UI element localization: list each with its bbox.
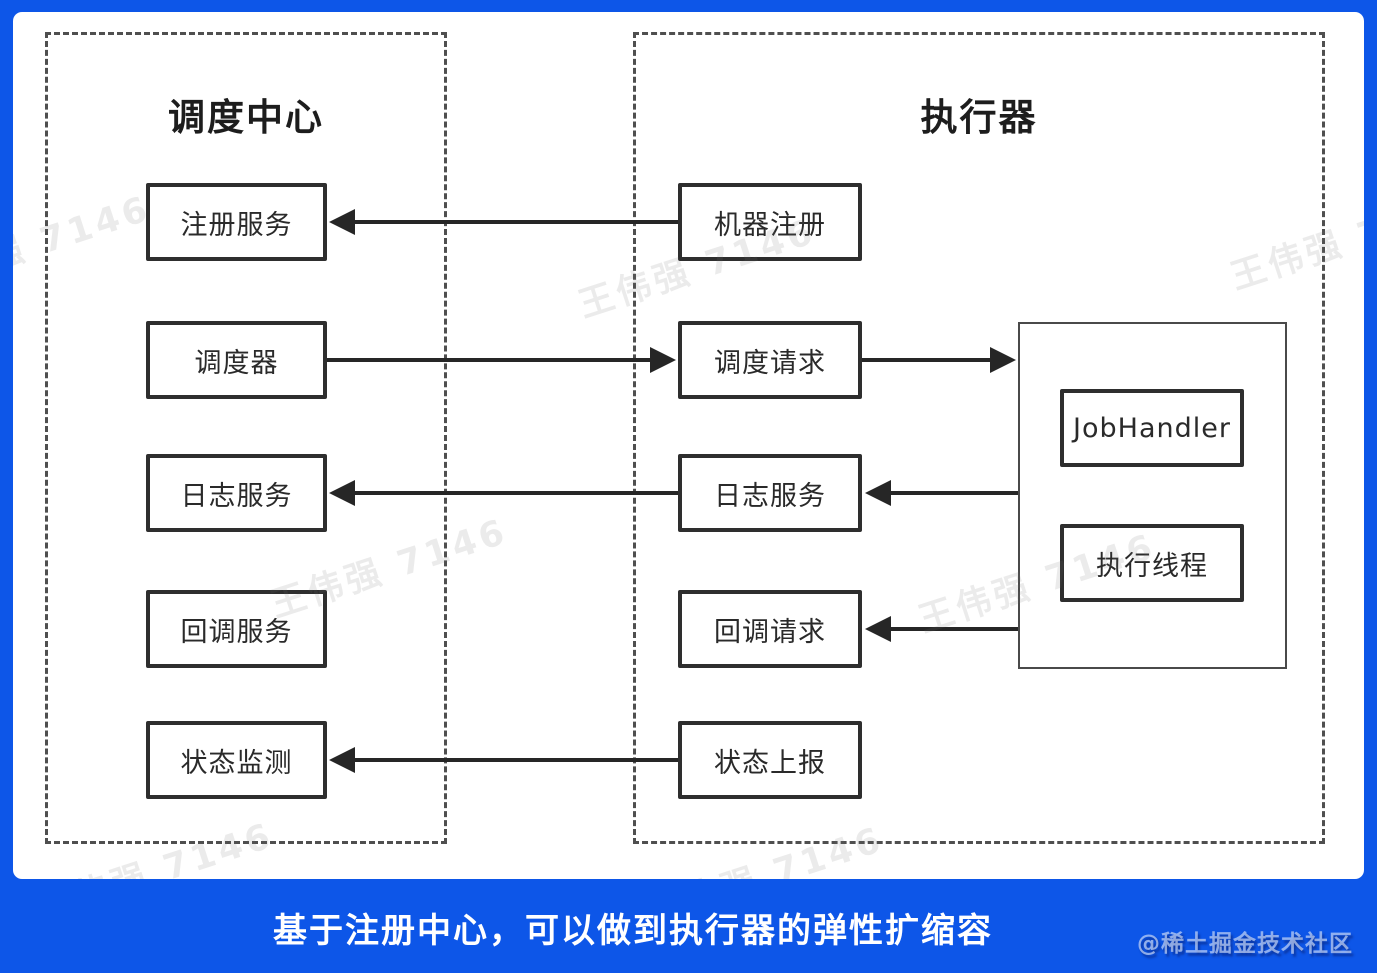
- node-label: 机器注册: [714, 209, 826, 241]
- arrow-log-service-executor-to-log-service-center: [329, 480, 678, 506]
- node-label: JobHandler: [1073, 412, 1231, 444]
- executor-title: 执行器: [920, 96, 1038, 139]
- node-log-service-center: 日志服务: [146, 454, 327, 532]
- node-callback-request: 回调请求: [678, 590, 862, 668]
- node-label: 日志服务: [714, 480, 826, 512]
- arrow-runtime-to-log-service-executor: [865, 480, 1018, 506]
- node-status-report: 状态上报: [678, 721, 862, 799]
- arrow-runtime-to-callback-request: [865, 616, 1018, 642]
- caption-text: 基于注册中心，可以做到执行器的弹性扩缩容: [273, 911, 993, 951]
- node-log-service-executor: 日志服务: [678, 454, 862, 532]
- arrow-dispatch-request-to-runtime: [862, 347, 1016, 373]
- dispatch-center-group: 调度中心: [45, 32, 447, 844]
- node-status-monitor: 状态监测: [146, 721, 327, 799]
- node-machine-register: 机器注册: [678, 183, 862, 261]
- node-scheduler: 调度器: [146, 321, 327, 399]
- node-label: 回调请求: [714, 616, 826, 648]
- arrow-machine-register-to-register-service: [329, 209, 678, 235]
- community-credit: @稀土掘金技术社区: [1137, 931, 1353, 957]
- node-label: 调度请求: [714, 347, 826, 379]
- node-exec-thread: 执行线程: [1060, 524, 1244, 602]
- node-dispatch-request: 调度请求: [678, 321, 862, 399]
- node-label: 状态上报: [714, 747, 826, 779]
- executor-runtime-container: [1018, 322, 1287, 669]
- node-jobhandler: JobHandler: [1060, 389, 1244, 467]
- node-label: 注册服务: [180, 209, 293, 241]
- diagram-panel: 调度中心 执行器: [13, 12, 1364, 879]
- node-callback-service: 回调服务: [146, 590, 327, 668]
- node-label: 回调服务: [180, 616, 293, 648]
- dispatch-center-title: 调度中心: [168, 96, 324, 139]
- node-register-service: 注册服务: [146, 183, 327, 261]
- arrow-layer: [327, 209, 1018, 773]
- executor-group: 执行器: [633, 32, 1325, 844]
- node-label: 执行线程: [1096, 550, 1208, 582]
- arrow-status-report-to-status-monitor: [329, 747, 678, 773]
- node-label: 调度器: [194, 347, 279, 379]
- arrow-scheduler-to-dispatch-request: [327, 347, 676, 373]
- node-label: 状态监测: [180, 747, 293, 779]
- node-label: 日志服务: [180, 480, 293, 512]
